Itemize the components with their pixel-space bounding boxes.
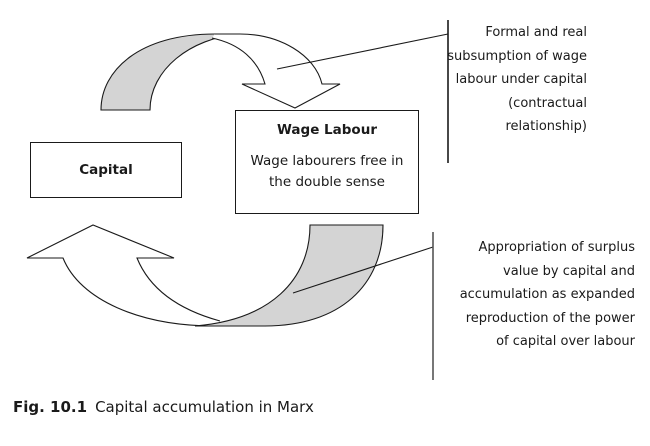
wage-labour-node-body: Wage labourers free in the double sense: [250, 153, 404, 190]
bottom-arrow-front-face: [26, 224, 221, 327]
bottom-annotation-line: accumulation as expanded: [459, 287, 635, 302]
bottom-arrow-shaded-face: [194, 224, 384, 327]
figure-caption-label: Fig. 10.1: [13, 398, 88, 416]
wage-labour-node: Wage Labour Wage labourers free in the d…: [235, 110, 419, 214]
capital-node-title: Capital: [79, 162, 133, 178]
bottom-annotation-line: of capital over labour: [496, 334, 635, 349]
bottom-annotation-line: Appropriation of surplus: [478, 240, 635, 255]
top-arrow-front-face: [211, 33, 341, 109]
bottom-annotation: Appropriation of surplus value by capita…: [435, 236, 635, 354]
top-annotation: Formal and real subsumption of wage labo…: [397, 21, 587, 139]
wage-labour-node-title: Wage Labour: [277, 122, 377, 138]
top-annotation-line: Formal and real: [485, 25, 587, 40]
top-annotation-line: relationship): [505, 119, 588, 134]
figure-caption: Fig. 10.1 Capital accumulation in Marx: [13, 398, 314, 416]
bottom-leader-line: [292, 246, 434, 294]
top-annotation-line: labour under capital: [455, 72, 587, 87]
top-leader-line: [276, 33, 449, 70]
bottom-annotation-line: value by capital and: [503, 263, 635, 279]
bottom-annotation-line: reproduction of the power: [465, 310, 635, 326]
figure-caption-text: Capital accumulation in Marx: [95, 398, 314, 416]
top-arrow-shaded-face: [100, 33, 241, 111]
top-annotation-line: (contractual: [508, 95, 587, 111]
top-annotation-line: subsumption of wage: [447, 48, 587, 64]
top-curved-arrow: [100, 33, 341, 111]
capital-node: Capital: [30, 142, 182, 198]
bottom-curved-arrow: [26, 224, 384, 327]
